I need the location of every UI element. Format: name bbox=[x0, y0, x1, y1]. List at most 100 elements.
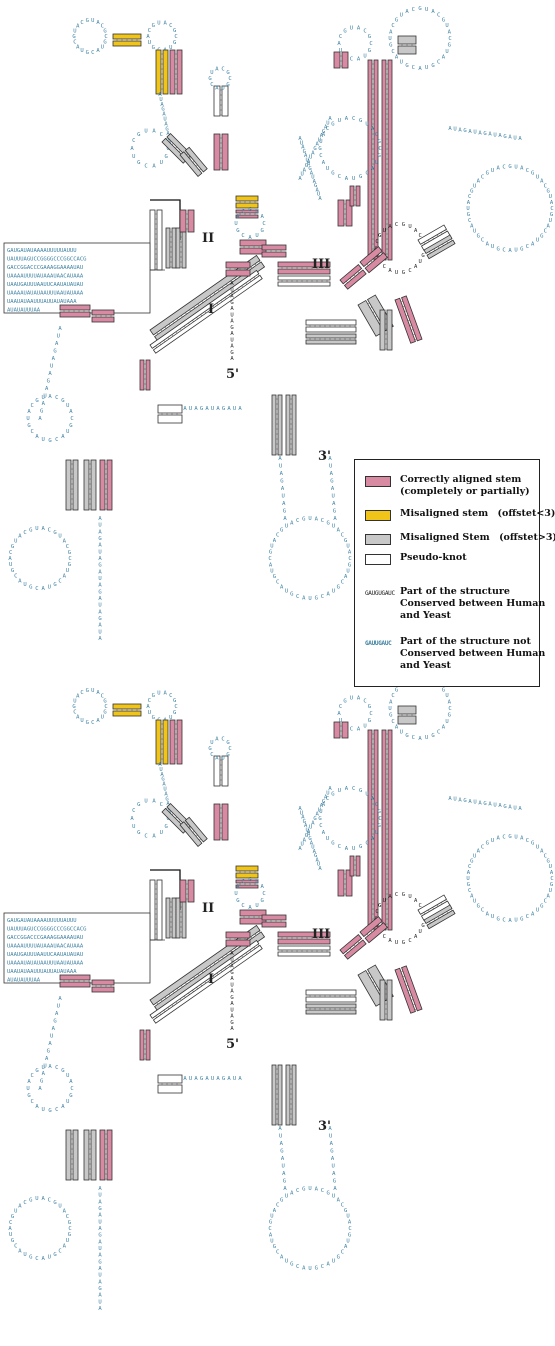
nucleotide: G bbox=[165, 154, 168, 160]
nucleotide: C bbox=[341, 532, 344, 538]
stem-strand bbox=[83, 1129, 90, 1181]
stem bbox=[83, 459, 97, 511]
stem-strand bbox=[157, 404, 183, 414]
nucleotide: U bbox=[309, 155, 312, 161]
nucleotide: G bbox=[103, 699, 106, 705]
nucleotide: U bbox=[14, 538, 17, 544]
nucleotide: A bbox=[281, 486, 285, 492]
five-prime-label: 5' bbox=[226, 1037, 239, 1052]
nucleotide: C bbox=[80, 20, 83, 26]
base-pair bbox=[402, 975, 405, 977]
nucleotide: A bbox=[315, 187, 319, 193]
nucleotide: G bbox=[486, 841, 489, 847]
notcons-line-1: Part of the structure not bbox=[400, 636, 531, 647]
nucleotide: U bbox=[98, 629, 101, 635]
nucleotide: C bbox=[70, 1086, 73, 1092]
nucleotide: U bbox=[35, 526, 38, 532]
nucleotide: A bbox=[389, 29, 393, 35]
nucleotide: U bbox=[42, 1065, 45, 1071]
nucleotide: U bbox=[332, 1258, 335, 1264]
nucleotide: C bbox=[104, 704, 107, 710]
stem-strand bbox=[339, 264, 363, 285]
stem-strand bbox=[239, 909, 267, 917]
stem-strand bbox=[112, 710, 142, 717]
nucleotide: G bbox=[550, 212, 553, 218]
nucleotide: C bbox=[73, 709, 76, 715]
nucleotide: A bbox=[162, 782, 166, 788]
nucleotide: U bbox=[221, 86, 224, 92]
stem bbox=[349, 855, 361, 877]
nucleotide: C bbox=[321, 594, 324, 600]
nucleotide: A bbox=[498, 133, 502, 139]
stem bbox=[235, 209, 259, 219]
legend-item-not-conserved: GAUUGAUC Part of the structure not Conse… bbox=[365, 636, 545, 672]
nucleotide: A bbox=[230, 964, 234, 970]
nucleotide: U bbox=[317, 192, 320, 198]
nucleotide: G bbox=[497, 916, 500, 922]
nucleotide: G bbox=[53, 1252, 56, 1258]
stem bbox=[379, 309, 393, 351]
nucleotide: U bbox=[91, 18, 94, 24]
stem bbox=[179, 209, 195, 233]
stem-strand bbox=[175, 897, 181, 939]
nucleotide: A bbox=[238, 406, 242, 412]
stem-strand bbox=[387, 729, 393, 931]
nucleotide: U bbox=[163, 117, 166, 123]
nucleotide: G bbox=[98, 616, 101, 622]
nucleotide: A bbox=[18, 1248, 22, 1254]
nucleotide: G bbox=[200, 1076, 203, 1082]
nucleotide: A bbox=[550, 870, 554, 876]
nucleotide: A bbox=[164, 121, 168, 127]
nucleotide: A bbox=[230, 319, 234, 325]
nucleotide: G bbox=[330, 479, 333, 485]
stem-strand bbox=[221, 755, 229, 787]
stem bbox=[213, 133, 229, 171]
nucleotide: A bbox=[327, 1262, 331, 1268]
nucleotide: C bbox=[412, 7, 415, 13]
stem-strand bbox=[225, 269, 251, 277]
nucleotide: A bbox=[531, 911, 535, 917]
nucleotide: U bbox=[148, 40, 151, 46]
base-pair bbox=[171, 1004, 174, 1007]
nucleotide: U bbox=[338, 118, 341, 124]
nucleotide: U bbox=[329, 1134, 332, 1140]
nucleotide: A bbox=[260, 884, 264, 890]
nucleotide: G bbox=[344, 1208, 347, 1214]
nucleotide: G bbox=[477, 234, 480, 240]
nucleotide: A bbox=[283, 516, 287, 522]
base-pair bbox=[212, 975, 215, 978]
nucleotide: A bbox=[230, 294, 234, 300]
nucleotide: A bbox=[290, 1190, 294, 1196]
nucleotide: C bbox=[468, 218, 471, 224]
nucleotide: A bbox=[280, 471, 284, 477]
nucleotide: U bbox=[329, 464, 332, 470]
nucleotide: A bbox=[48, 394, 52, 400]
nucleotide: C bbox=[68, 1226, 71, 1232]
nucleotide: U bbox=[425, 7, 428, 13]
nucleotide: G bbox=[98, 589, 101, 595]
stem-strand bbox=[139, 359, 145, 391]
nucleotide: A bbox=[230, 976, 234, 982]
nucleotide: G bbox=[389, 43, 392, 49]
nucleotide: U bbox=[536, 844, 539, 850]
nucleotide: U bbox=[101, 714, 104, 720]
notcons-line-2: Conserved between Human bbox=[400, 648, 546, 659]
nucleotide: C bbox=[228, 746, 231, 752]
base-pair bbox=[172, 321, 175, 323]
nucleotide: U bbox=[549, 864, 552, 870]
nucleotide: U bbox=[58, 1204, 61, 1210]
stem bbox=[337, 199, 353, 227]
nucleotide: A bbox=[61, 434, 65, 440]
nucleotide: G bbox=[226, 752, 229, 758]
stem bbox=[271, 1064, 283, 1126]
nucleotide: A bbox=[278, 1126, 282, 1132]
nucleotide: U bbox=[445, 719, 448, 725]
nucleotide: A bbox=[183, 1076, 187, 1082]
nucleotide: C bbox=[544, 183, 547, 189]
nucleotide: G bbox=[152, 693, 155, 699]
